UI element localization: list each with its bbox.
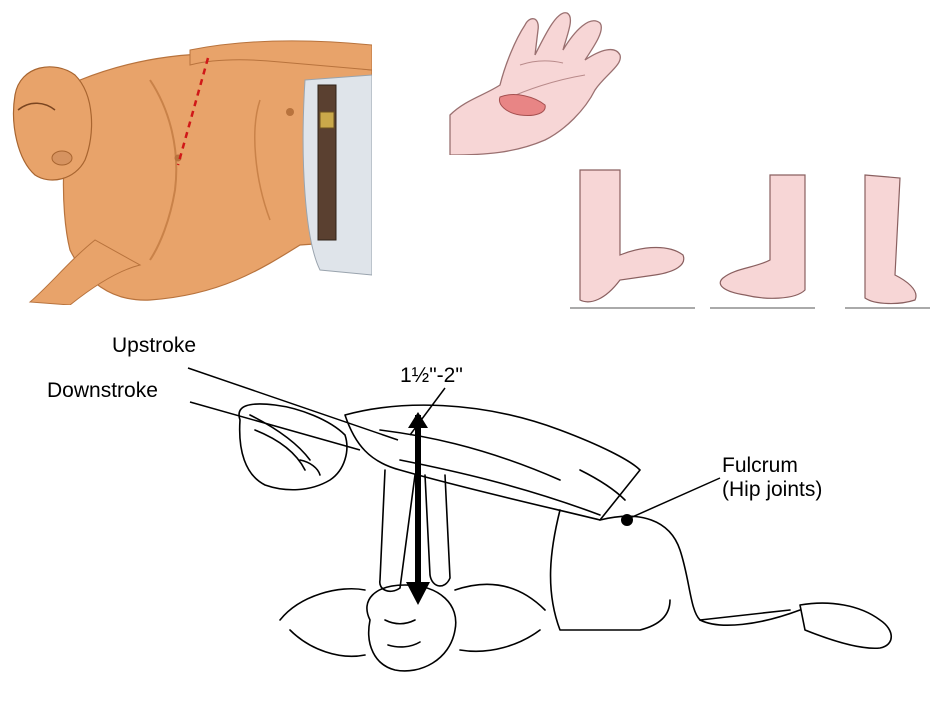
cpr-compression-diagram (0, 320, 930, 703)
upstroke-leader-line (188, 368, 398, 440)
downstroke-label: Downstroke (47, 379, 158, 402)
rescuer-legs (551, 510, 800, 630)
upstroke-label: Upstroke (112, 334, 196, 357)
fulcrum-dot (621, 514, 633, 526)
patient-head-supine (367, 585, 456, 671)
hand-position-flat (570, 170, 695, 308)
supine-patient-illustration (0, 40, 372, 305)
compression-depth-label: 1½"-2" (400, 364, 463, 387)
nipple-marker (286, 108, 294, 116)
hip-joints-label: (Hip joints) (722, 478, 822, 501)
rescuer-torso (345, 405, 640, 520)
hand-heel-illustration (445, 5, 665, 155)
patient-head (14, 67, 92, 180)
hand-position-interlocked (845, 175, 930, 308)
hand-position-fingers-lifted (710, 175, 815, 308)
rescuer-shoe (800, 603, 891, 648)
fulcrum-leader-line (630, 478, 720, 518)
patient-jeans (303, 75, 372, 275)
fulcrum-label: Fulcrum (722, 454, 798, 477)
open-hand (450, 13, 620, 155)
rescuer-arms (380, 470, 450, 591)
hand-positions-illustration (565, 160, 930, 320)
